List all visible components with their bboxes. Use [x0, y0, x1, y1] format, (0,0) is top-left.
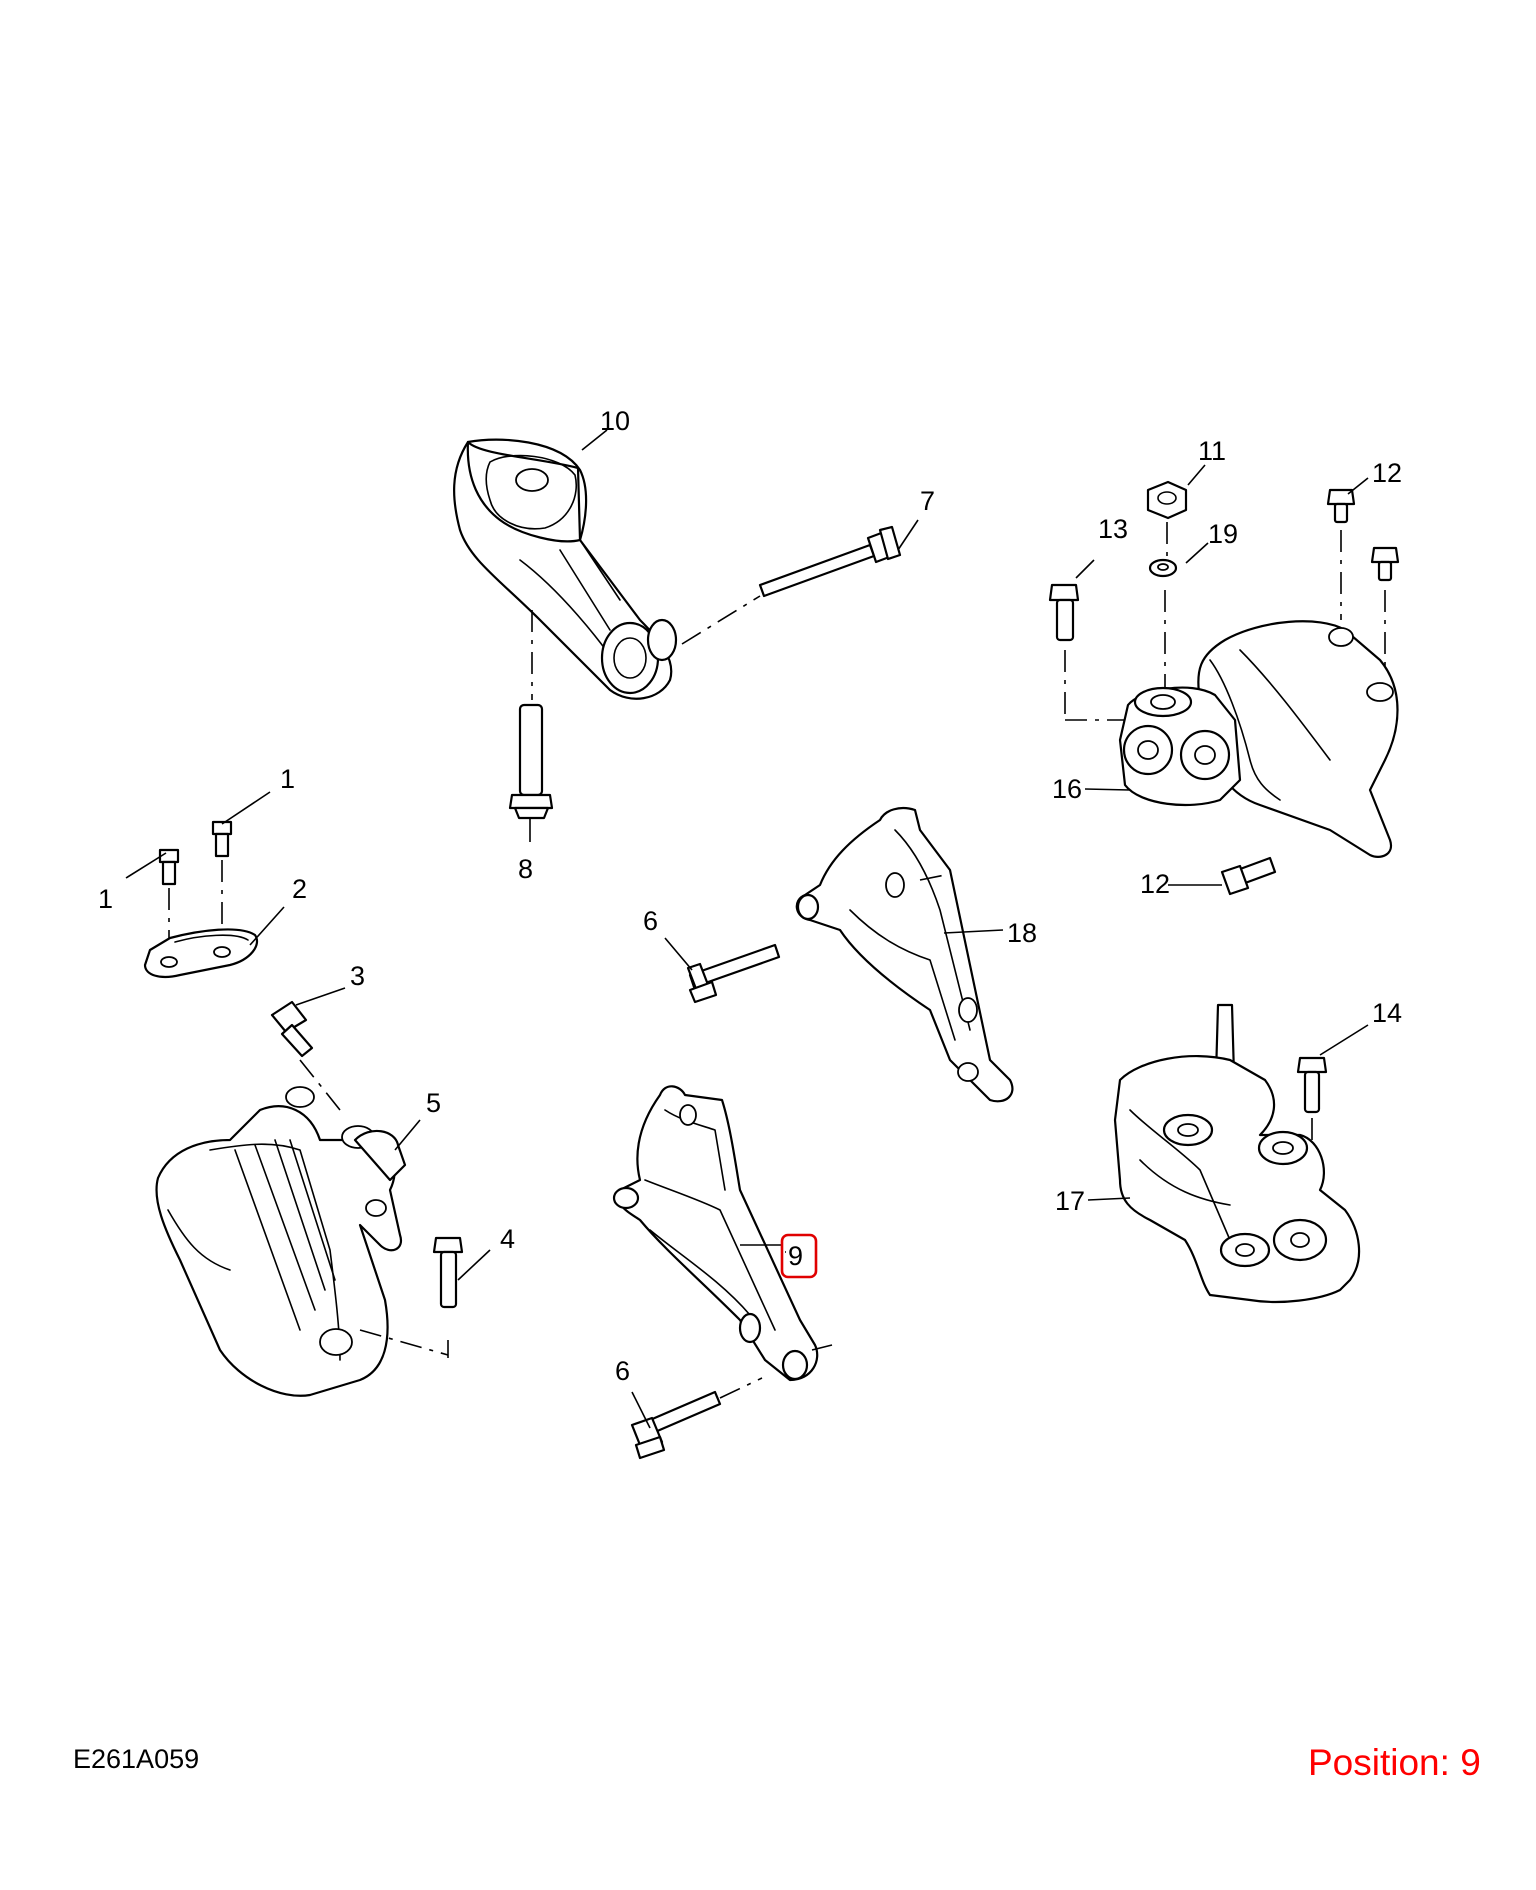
callout-12-top[interactable]: 12 — [1372, 458, 1402, 488]
part-8-vertical-bolt[interactable] — [508, 610, 554, 820]
callout-10[interactable]: 10 — [600, 406, 630, 436]
leader-lines — [125, 429, 1369, 1429]
part-18-bracket[interactable] — [795, 806, 1014, 1103]
callout-5[interactable]: 5 — [426, 1088, 441, 1118]
part-19-washer[interactable] — [1148, 558, 1178, 700]
part-3-bolt[interactable] — [270, 1000, 341, 1111]
callout-1-left[interactable]: 1 — [98, 884, 113, 914]
callout-1-right[interactable]: 1 — [280, 764, 295, 794]
callout-18[interactable]: 18 — [1007, 918, 1037, 948]
part-16-engine-mount[interactable] — [1118, 620, 1399, 858]
callout-12-lower[interactable]: 12 — [1140, 869, 1170, 899]
callout-2[interactable]: 2 — [292, 874, 307, 904]
part-7-long-bolt[interactable] — [681, 525, 902, 645]
callout-6-upper[interactable]: 6 — [643, 906, 658, 936]
part-2-bracket-plate[interactable] — [143, 928, 258, 979]
callout-labels: 10 7 8 1 1 2 3 5 4 6 18 6 11 12 13 19 16… — [98, 406, 1402, 1386]
part-12-bolt-right[interactable] — [1370, 546, 1400, 680]
part-10-torque-rod-mount[interactable] — [453, 438, 678, 700]
part-9-bracket[interactable] — [612, 1085, 833, 1382]
part-17-engine-mount[interactable] — [1113, 1003, 1361, 1304]
part-14-bolt[interactable] — [1296, 1056, 1328, 1150]
callout-8[interactable]: 8 — [518, 854, 533, 884]
callout-7[interactable]: 7 — [920, 486, 935, 516]
callout-6-lower[interactable]: 6 — [615, 1356, 630, 1386]
part-12-bolt-lower[interactable] — [1220, 856, 1277, 896]
callout-19[interactable]: 19 — [1208, 519, 1238, 549]
part-5-mount-body[interactable] — [155, 1086, 407, 1397]
callout-3[interactable]: 3 — [350, 961, 365, 991]
part-6-bolt-lower[interactable] — [630, 1377, 763, 1460]
callout-9[interactable]: 9 — [788, 1241, 803, 1271]
callout-17[interactable]: 17 — [1055, 1186, 1085, 1216]
part-4-bolt[interactable] — [359, 1236, 464, 1358]
part-13-bolt[interactable] — [1048, 583, 1140, 721]
position-indicator: Position: 9 — [1308, 1742, 1481, 1783]
callout-16[interactable]: 16 — [1052, 774, 1082, 804]
callout-11[interactable]: 11 — [1198, 436, 1226, 466]
part-6-bolt-upper[interactable] — [686, 943, 781, 1004]
callout-4[interactable]: 4 — [500, 1224, 515, 1254]
part-12-bolt-top[interactable] — [1326, 488, 1356, 620]
selected-callout-highlight — [780, 1233, 818, 1279]
diagram-code: E261A059 — [73, 1744, 200, 1774]
callout-13[interactable]: 13 — [1098, 514, 1128, 544]
part-1-bolt-left[interactable] — [158, 848, 180, 950]
part-1-bolt-right[interactable] — [211, 820, 233, 940]
callout-14[interactable]: 14 — [1372, 998, 1402, 1028]
part-11-nut[interactable] — [1146, 480, 1188, 560]
